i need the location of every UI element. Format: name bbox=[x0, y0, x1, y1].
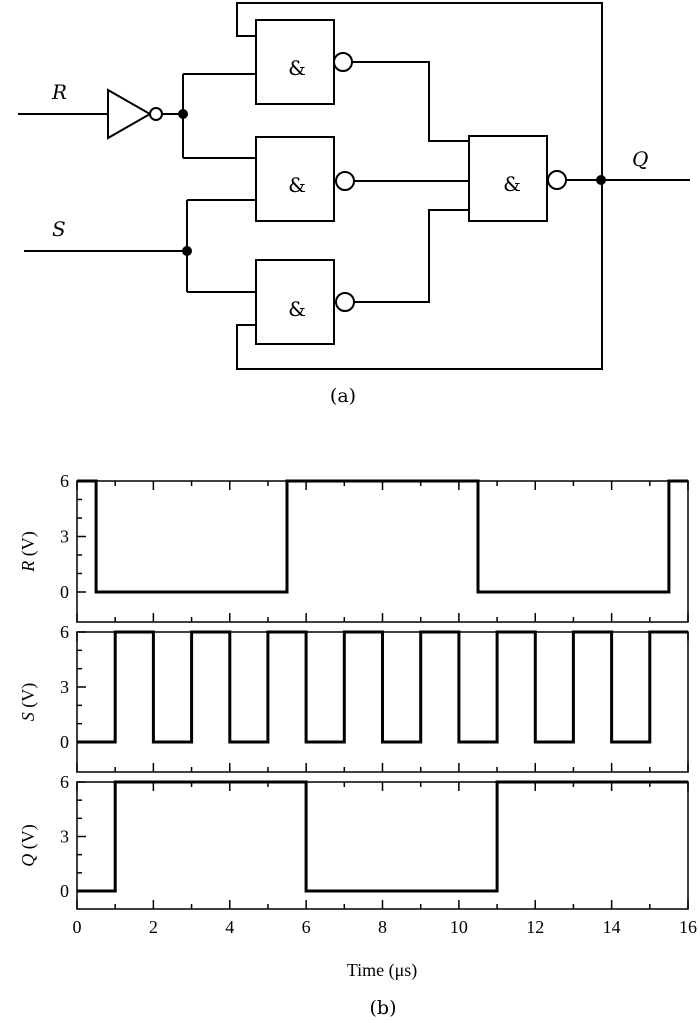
inverter-gate bbox=[107, 88, 153, 140]
x-tick-label: 10 bbox=[450, 917, 468, 937]
q-y-tick-label: 6 bbox=[60, 772, 69, 792]
timing-diagram: 0 3 6 R (V) 0 3 6 S (V) 0 3 6 Q (V) 0 2 4 6 8 10 12 14 16 bbox=[18, 471, 697, 937]
gate1-output-wire bbox=[352, 61, 469, 142]
r-y-tick-label: 3 bbox=[60, 527, 69, 547]
s-y-tick-label: 0 bbox=[60, 732, 69, 752]
s-y-axis-label: S (V) bbox=[18, 683, 39, 722]
nand-gate-3-symbol: & bbox=[288, 297, 306, 321]
nand-gate-1 bbox=[255, 19, 335, 105]
x-tick-label: 14 bbox=[603, 917, 621, 937]
r-y-axis-label: R (V) bbox=[18, 531, 39, 573]
r-waveform bbox=[77, 479, 688, 594]
circuit-diagram: & & & & R S Q (a) bbox=[18, 2, 690, 407]
x-tick-label: 12 bbox=[526, 917, 544, 937]
nand-gate-2-bubble bbox=[335, 171, 355, 191]
caption-a: (a) bbox=[330, 385, 356, 407]
r-y-tick-label: 6 bbox=[60, 471, 69, 491]
gate3-output-wire bbox=[354, 209, 469, 303]
nand-gate-2-symbol: & bbox=[288, 173, 306, 197]
s-y-tick-label: 3 bbox=[60, 677, 69, 697]
s-waveform bbox=[77, 630, 688, 744]
feedback-loop-wire bbox=[236, 2, 603, 370]
nand-gate-1-bubble bbox=[333, 52, 353, 72]
nand-gate-2 bbox=[255, 136, 335, 222]
nand-gate-1-symbol: & bbox=[288, 56, 306, 80]
q-waveform bbox=[77, 780, 688, 893]
q-y-tick-label: 3 bbox=[60, 827, 69, 847]
s-y-tick-label: 6 bbox=[60, 622, 69, 642]
x-tick-label: 16 bbox=[679, 917, 697, 937]
input-s-label: S bbox=[52, 217, 66, 241]
nand-gate-3 bbox=[255, 259, 335, 345]
nand-gate-4 bbox=[468, 135, 548, 222]
output-q-label: Q bbox=[632, 147, 648, 171]
x-tick-label: 6 bbox=[302, 917, 311, 937]
caption-b: (b) bbox=[370, 997, 397, 1019]
q-y-axis-label: Q (V) bbox=[18, 824, 39, 867]
x-tick-label: 2 bbox=[149, 917, 158, 937]
inverter-bubble bbox=[149, 107, 163, 121]
input-r-label: R bbox=[51, 80, 67, 104]
nand-gate-4-symbol: & bbox=[503, 172, 521, 196]
x-tick-label: 4 bbox=[225, 917, 234, 937]
x-axis-label: Time (μs) bbox=[347, 960, 418, 981]
nand-gate-3-bubble bbox=[335, 292, 355, 312]
x-tick-label: 0 bbox=[73, 917, 82, 937]
nand-gate-4-bubble bbox=[547, 170, 567, 190]
x-tick-label: 8 bbox=[378, 917, 387, 937]
q-y-tick-label: 0 bbox=[60, 881, 69, 901]
q-junction-dot bbox=[596, 175, 606, 185]
r-y-tick-label: 0 bbox=[60, 582, 69, 602]
r-plot-frame bbox=[76, 480, 689, 623]
